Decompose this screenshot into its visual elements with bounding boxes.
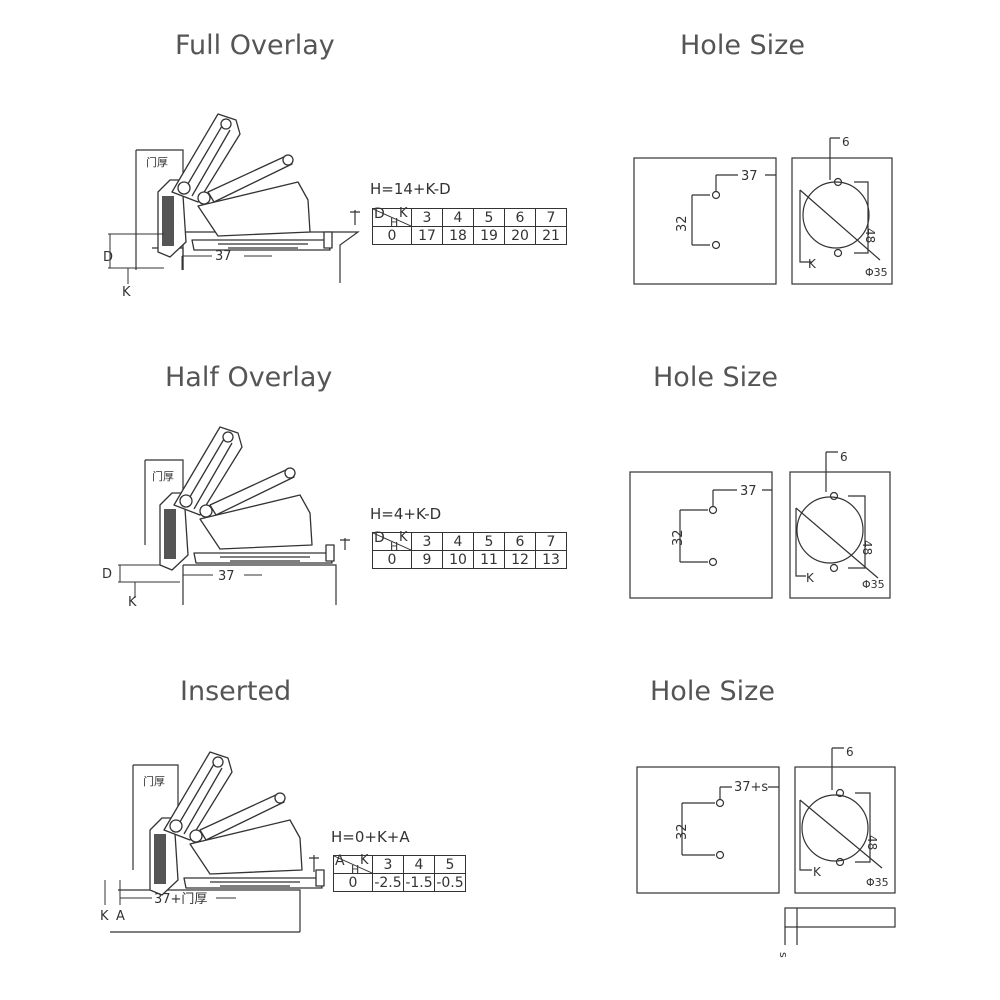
dim-width-label: 37+门厚 (154, 892, 207, 907)
half-overlay-hole-panels (629, 451, 891, 599)
dim-k-label: K (122, 285, 131, 300)
hole-dia-label: Φ35 (866, 876, 889, 889)
k-label: K (360, 853, 369, 868)
h-value: -2.5 (372, 873, 404, 892)
table-corner: D H K (372, 206, 412, 229)
half-overlay-title: Half Overlay (165, 362, 333, 393)
hole-edge-label: 6 (842, 135, 850, 149)
full-overlay-hinge-drawing (108, 113, 360, 284)
hole-k-label: K (806, 571, 815, 585)
h-value: 13 (535, 550, 567, 569)
h-label: H (390, 216, 399, 229)
hole-dia-label: Φ35 (862, 578, 885, 591)
full-overlay-hole-panels (633, 137, 893, 285)
h-value: 10 (442, 550, 474, 569)
hole-depth-label: 48 (865, 835, 879, 850)
table-corner: D H K (372, 530, 412, 553)
full-overlay-title: Full Overlay (175, 30, 335, 61)
dim-width-label: 37 (215, 249, 232, 264)
k-label: K (399, 530, 408, 545)
hole-offset-label: 37 (741, 169, 758, 184)
h-label: H (390, 540, 399, 553)
full-overlay-formula: H=14+K-D (370, 180, 451, 198)
row-label: D (374, 530, 385, 546)
full-overlay-hole-title: Hole Size (680, 30, 805, 61)
h-value: 18 (442, 226, 474, 245)
inserted-formula: H=0+K+A (331, 828, 410, 846)
hole-offset-label: 37+s (734, 780, 768, 795)
hole-k-label: K (813, 865, 822, 879)
door-thickness-label: 门厚 (152, 469, 174, 483)
h-value: 21 (535, 226, 567, 245)
hole-k-label: K (808, 257, 817, 271)
hole-spacing-label: 32 (675, 215, 690, 232)
h-value: -0.5 (434, 873, 466, 892)
hole-dia-label: Φ35 (865, 266, 888, 279)
h-label: H (351, 863, 360, 876)
hole-spacing-label: 32 (675, 823, 690, 840)
inserted-hole-panels (636, 747, 896, 945)
h-value: 20 (504, 226, 536, 245)
table-corner: A H K (333, 853, 373, 876)
h-value: 11 (473, 550, 505, 569)
inserted-table: A H K 3 4 5 0 -2.5 -1.5 -0.5 (333, 853, 466, 892)
k-label: K (399, 206, 408, 221)
hole-offset-label: 37 (740, 484, 757, 499)
hole-edge-label: 6 (846, 745, 854, 759)
door-thickness-label: 门厚 (146, 155, 168, 169)
dim-d-label: D (102, 567, 112, 582)
inserted-title: Inserted (180, 676, 292, 707)
dim-d-label: D (103, 250, 113, 265)
hole-s-label: s (777, 952, 790, 958)
h-value: 19 (473, 226, 505, 245)
row-label: A (335, 853, 345, 869)
half-overlay-formula: H=4+K-D (370, 505, 442, 523)
h-value: 17 (411, 226, 443, 245)
hole-edge-label: 6 (840, 450, 848, 464)
inserted-hole-title: Hole Size (650, 676, 775, 707)
dim-k-label: K (128, 595, 137, 610)
dim-k-label: K (100, 909, 109, 924)
half-overlay-hinge-drawing (118, 426, 350, 605)
half-overlay-hole-title: Hole Size (653, 362, 778, 393)
full-overlay-table: D H K 3 4 5 6 7 0 17 18 19 20 21 (372, 206, 567, 245)
hole-spacing-label: 32 (671, 529, 686, 546)
half-overlay-table: D H K 3 4 5 6 7 0 9 10 11 12 13 (372, 530, 567, 569)
inserted-hinge-drawing (104, 751, 325, 933)
hole-depth-label: 48 (860, 540, 874, 555)
row-label: D (374, 206, 385, 222)
dim-a-label: A (116, 909, 125, 924)
hole-depth-label: 48 (863, 228, 877, 243)
dim-width-label: 37 (218, 569, 235, 584)
door-thickness-label: 门厚 (143, 774, 165, 788)
